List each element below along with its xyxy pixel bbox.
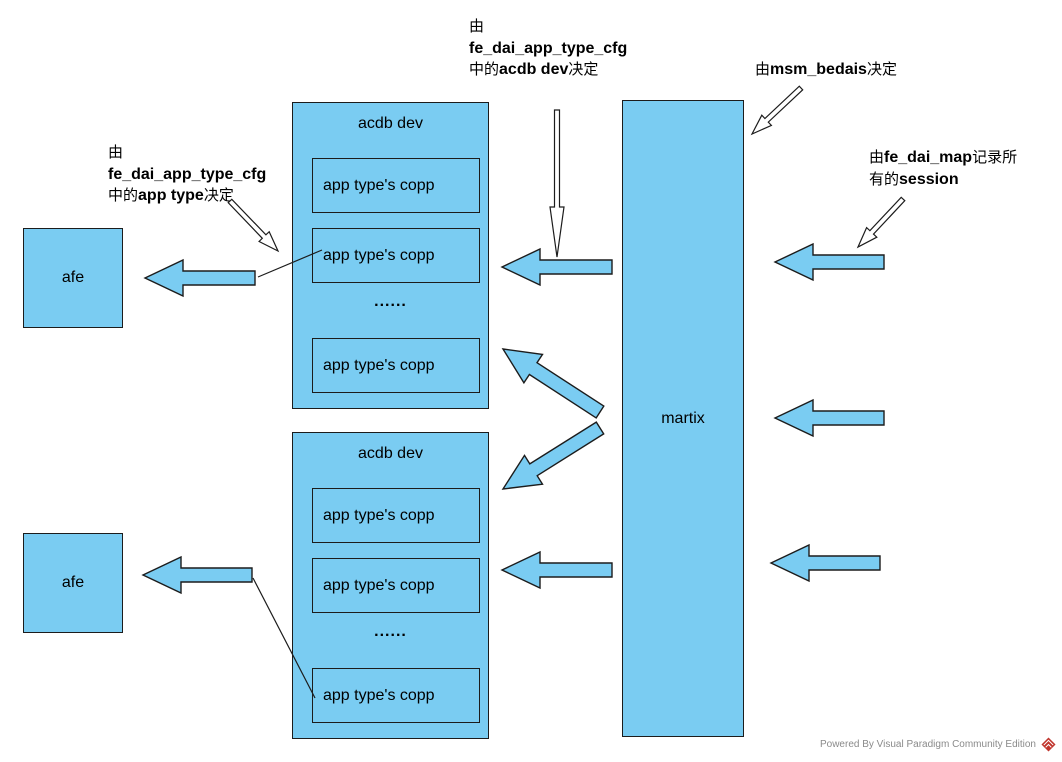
annotation-msm-bedais: 由msm_bedais决定 (755, 59, 897, 81)
annotation-arrow-cfg-down-icon (549, 109, 565, 258)
visual-paradigm-logo-icon (1041, 737, 1056, 752)
annotation-text: 记录所 (972, 150, 1018, 166)
node-acdb-dev-bottom: acdb dev app type's copp app type's copp… (292, 432, 489, 739)
annotation-text: fe_dai_app_type_cfg (108, 166, 267, 183)
node-acdb-dev-top-title: acdb dev (358, 115, 423, 132)
node-app-type-copp: app type's copp (312, 558, 480, 613)
node-app-type-copp-label: app type's copp (323, 576, 435, 594)
node-app-type-copp-label: app type's copp (323, 506, 435, 524)
arrow-martix-to-acdb-top-diagonal (501, 348, 605, 419)
node-martix-label: martix (661, 409, 705, 427)
annotation-fe-dai-map: 由fe_dai_map记录所 有的session (869, 147, 1017, 191)
annotation-text: 由 (755, 62, 771, 78)
annotation-text: 决定 (866, 62, 897, 78)
annotation-arrow-app-type-icon (227, 198, 280, 253)
annotation-app-type-cfg: 由 fe_dai_app_type_cfg 中的app type决定 (108, 142, 266, 207)
annotation-text: 中的 (108, 188, 139, 204)
arrow-right-to-martix-top (773, 242, 885, 282)
annotation-text: session (899, 171, 959, 188)
annotation-text: 由 (108, 145, 124, 161)
node-app-type-copp-label: app type's copp (323, 246, 435, 264)
node-app-type-copp-label: app type's copp (323, 686, 435, 704)
annotation-text: 决定 (203, 188, 234, 204)
annotation-text: 决定 (568, 62, 599, 78)
node-afe-top: afe (23, 228, 123, 328)
annotation-text: fe_dai_app_type_cfg (469, 40, 628, 57)
annotation-arrow-fe-dai-map-icon (856, 196, 906, 249)
footer: Powered By Visual Paradigm Community Edi… (820, 737, 1056, 752)
arrow-right-to-martix-bottom (769, 543, 881, 583)
node-acdb-dev-top: acdb dev app type's copp app type's copp… (292, 102, 489, 409)
ellipsis-more-items: ...... (374, 623, 407, 640)
arrow-acdb-top-to-afe-top (143, 258, 256, 298)
node-afe-top-label: afe (61, 269, 85, 286)
annotation-acdb-dev-cfg: 由 fe_dai_app_type_cfg 中的acdb dev决定 (469, 16, 627, 81)
node-acdb-dev-bottom-title: acdb dev (358, 445, 423, 462)
node-app-type-copp: app type's copp (312, 158, 480, 213)
annotation-text: msm_bedais (770, 61, 867, 78)
annotation-text: 由 (469, 19, 485, 35)
arrow-martix-to-acdb-bottom-diagonal (501, 421, 605, 490)
annotation-text: 中的 (469, 62, 500, 78)
annotation-text: app type (138, 187, 204, 204)
node-app-type-copp: app type's copp (312, 228, 480, 283)
node-afe-bottom-label: afe (61, 574, 85, 591)
footer-credit-text: Powered By Visual Paradigm Community Edi… (819, 739, 1036, 750)
annotation-text: acdb dev (499, 61, 569, 78)
arrow-acdb-bottom-to-afe-bottom (141, 555, 253, 595)
arrow-martix-to-acdb-top (500, 247, 613, 287)
node-afe-bottom: afe (23, 533, 123, 633)
node-martix: martix (622, 100, 744, 737)
node-app-type-copp-label: app type's copp (323, 356, 435, 374)
arrow-right-to-martix-middle (773, 398, 885, 438)
annotation-text: 由 (869, 150, 885, 166)
node-app-type-copp: app type's copp (312, 338, 480, 393)
annotation-arrow-msm-bedais-icon (750, 85, 804, 136)
node-app-type-copp: app type's copp (312, 668, 480, 723)
ellipsis-more-items: ...... (374, 293, 407, 310)
node-app-type-copp-label: app type's copp (323, 176, 435, 194)
node-app-type-copp: app type's copp (312, 488, 480, 543)
annotation-text: fe_dai_map (884, 149, 973, 166)
arrow-martix-to-acdb-bottom (500, 550, 613, 590)
annotation-text: 有的 (869, 172, 900, 188)
